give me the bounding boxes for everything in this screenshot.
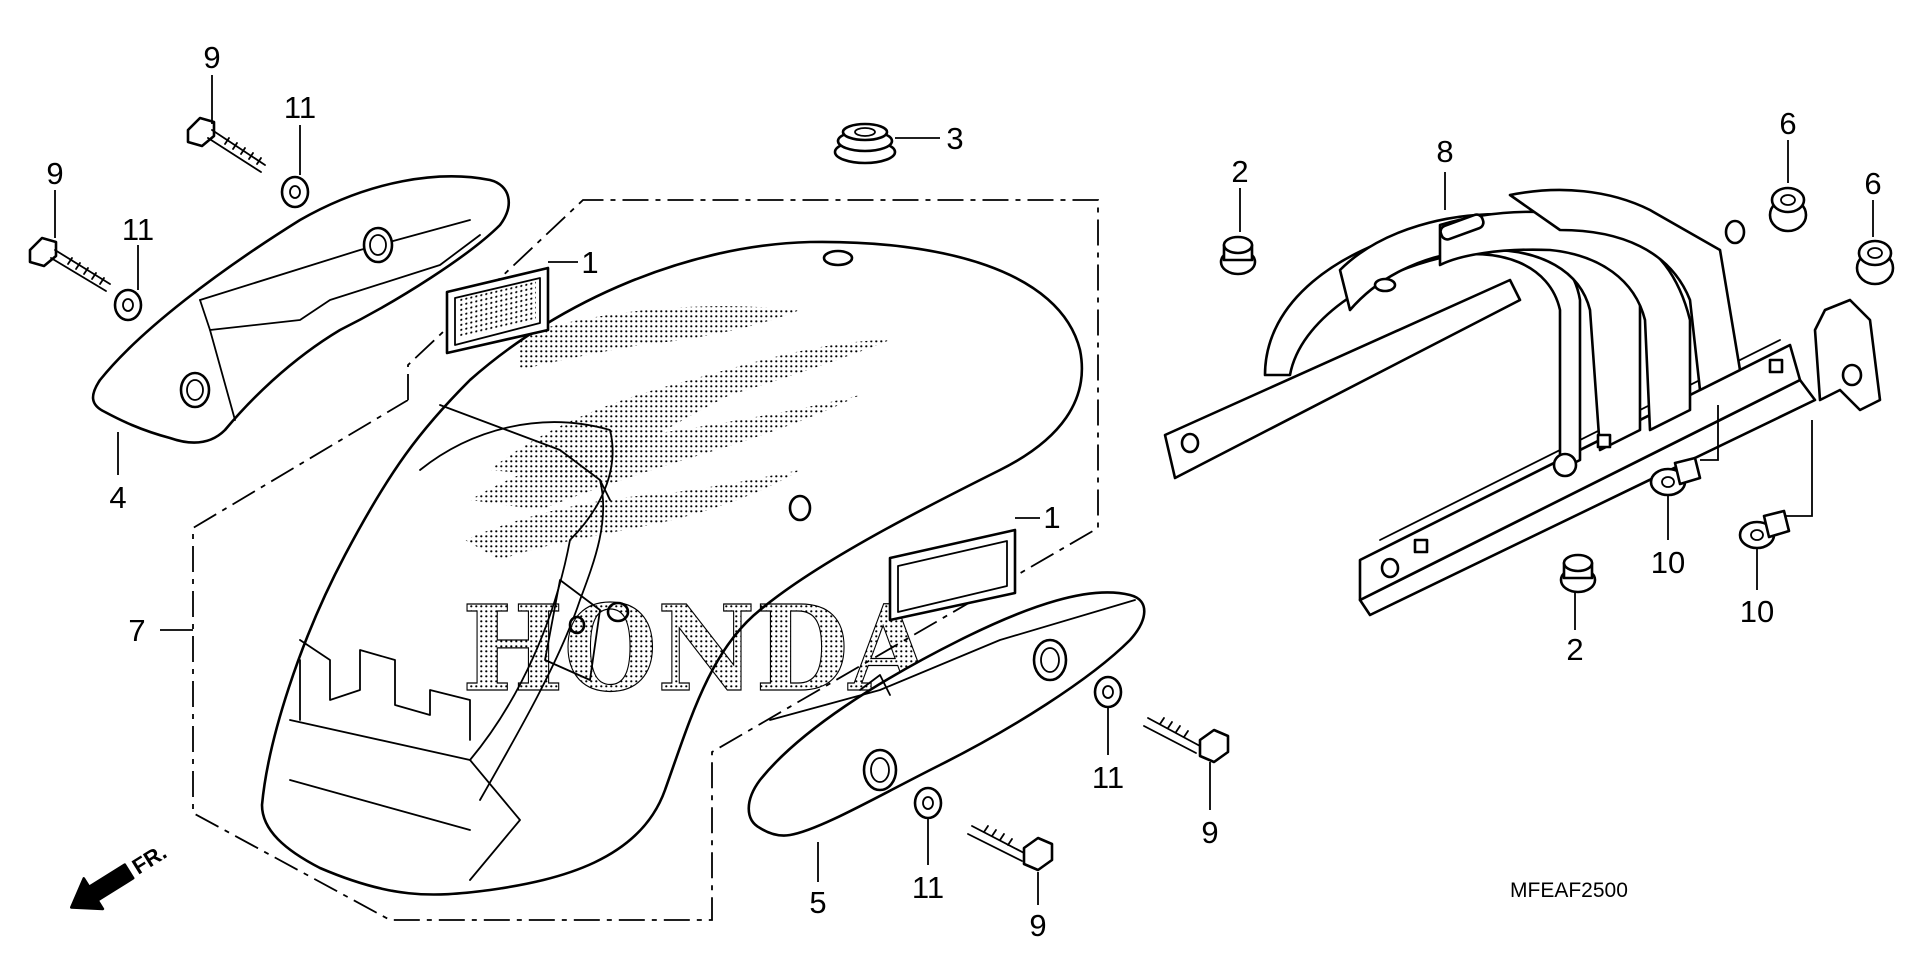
callout-10-a: 10 bbox=[1651, 545, 1685, 580]
side-cover-left bbox=[91, 175, 510, 444]
callout-4: 4 bbox=[109, 480, 126, 515]
cushion-6-b bbox=[1855, 239, 1895, 286]
grommet-3 bbox=[833, 122, 897, 165]
side-cover-right bbox=[747, 591, 1146, 837]
clip-2-top bbox=[1219, 235, 1257, 276]
washer-11-a bbox=[280, 175, 310, 209]
assembly-outline bbox=[192, 199, 1099, 921]
collar-bolt-10-a bbox=[1649, 456, 1702, 497]
callout-9-top: 9 bbox=[203, 40, 220, 75]
collar-bolt-10-b bbox=[1738, 509, 1791, 550]
callout-3: 3 bbox=[946, 121, 963, 156]
callout-11-bottom: 11 bbox=[912, 870, 944, 905]
bolt-9-mid bbox=[1143, 717, 1230, 764]
washer-11-d bbox=[913, 786, 943, 820]
bolt-9-left bbox=[28, 236, 111, 292]
diagram-code: MFEAF2500 bbox=[1510, 879, 1628, 902]
callout-9-bottom: 9 bbox=[1029, 908, 1046, 943]
callout-10-b: 10 bbox=[1740, 594, 1774, 629]
callout-7: 7 bbox=[128, 613, 145, 648]
callout-2-top: 2 bbox=[1231, 154, 1248, 189]
washer-11-c bbox=[1093, 675, 1123, 709]
callout-11-left: 11 bbox=[122, 212, 154, 247]
callout-11-mid: 11 bbox=[1092, 760, 1124, 795]
callout-11-top: 11 bbox=[284, 90, 316, 125]
callout-5: 5 bbox=[809, 885, 826, 920]
rear-fender: HONDA bbox=[260, 240, 1084, 896]
front-direction-arrow: FR. bbox=[69, 839, 171, 911]
callout-6-a: 6 bbox=[1779, 106, 1796, 141]
leader-lines bbox=[54, 75, 1874, 905]
honda-watermark: HONDA bbox=[462, 579, 933, 718]
front-label: FR. bbox=[128, 839, 171, 879]
callout-1-lower: 1 bbox=[1043, 500, 1060, 535]
cushion-6-a bbox=[1768, 186, 1808, 233]
reflector-upper bbox=[445, 266, 550, 355]
callout-2-bottom: 2 bbox=[1566, 632, 1583, 667]
callout-6-b: 6 bbox=[1864, 166, 1881, 201]
bolt-9-bottom bbox=[967, 825, 1054, 872]
washer-11-b bbox=[113, 288, 143, 322]
clip-2-bottom bbox=[1559, 553, 1597, 594]
callout-9-left: 9 bbox=[46, 156, 63, 191]
callouts: 9 11 9 11 1 1 3 4 5 7 8 2 2 6 6 10 10 9 … bbox=[46, 40, 1881, 943]
inner-fender-bracket bbox=[1163, 188, 1882, 617]
reflector-lower bbox=[888, 528, 1017, 622]
callout-8: 8 bbox=[1436, 134, 1453, 169]
callout-9-mid: 9 bbox=[1201, 815, 1218, 850]
callout-1-upper: 1 bbox=[581, 245, 598, 280]
bolt-9-top bbox=[186, 116, 266, 173]
